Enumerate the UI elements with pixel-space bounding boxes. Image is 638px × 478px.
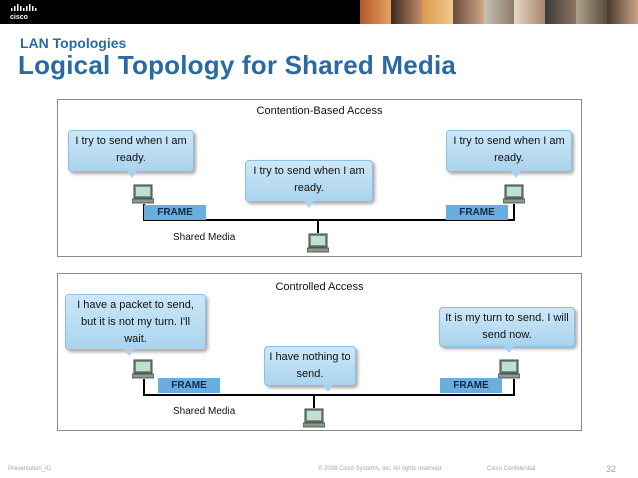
slide-title: Logical Topology for Shared Media: [18, 50, 457, 80]
computer-icon: [503, 184, 525, 204]
slide-subtitle: LAN Topologies: [20, 35, 127, 51]
footer-copyright: © 2008 Cisco Systems, Inc. All rights re…: [318, 466, 443, 472]
frame-label: FRAME: [144, 205, 206, 220]
frame-label: FRAME: [158, 378, 220, 393]
contention-panel: Contention-Based Access I try to send wh…: [57, 99, 582, 257]
header-photo: [514, 0, 546, 24]
speech-bubble: I have nothing to send.: [264, 346, 356, 392]
shared-media-bus: [143, 394, 515, 396]
speech-bubble: I try to send when I am ready.: [245, 160, 373, 208]
pc-drop-line: [313, 394, 315, 408]
frame-label: FRAME: [440, 378, 502, 393]
speech-bubble: I try to send when I am ready.: [68, 130, 194, 178]
frame-label: FRAME: [446, 205, 508, 220]
pc-drop-line: [513, 204, 515, 220]
computer-icon: [132, 359, 154, 379]
header-photo-strip: [360, 0, 638, 24]
controlled-panel: Controlled Access I have a packet to sen…: [57, 273, 582, 431]
header-banner: cisco: [0, 0, 638, 24]
panel-title: Contention-Based Access: [256, 105, 383, 117]
header-photo: [360, 0, 391, 24]
speech-bubble: It is my turn to send. I will send now.: [439, 307, 575, 353]
computer-icon: [132, 184, 154, 204]
header-photo: [576, 0, 608, 24]
cisco-logo: cisco: [10, 4, 37, 21]
computer-icon: [303, 408, 325, 428]
speech-bubble: I have a packet to send, but it is not m…: [65, 294, 206, 356]
computer-icon: [307, 233, 329, 253]
svg-text:cisco: cisco: [10, 14, 28, 21]
pc-drop-line: [513, 379, 515, 395]
pc-drop-line: [143, 379, 145, 395]
panel-title: Controlled Access: [275, 281, 364, 293]
speech-bubble: I try to send when I am ready.: [446, 130, 572, 178]
header-photo: [483, 0, 515, 24]
computer-icon: [498, 359, 520, 379]
page-number: 32: [606, 464, 617, 474]
shared-media-label: Shared Media: [173, 406, 236, 417]
header-photo: [607, 0, 638, 24]
header-photo: [421, 0, 453, 24]
shared-media-bus: [143, 219, 515, 221]
header-photo: [545, 0, 577, 24]
footer-presentation-id: Presentation_ID: [8, 466, 52, 472]
shared-media-label: Shared Media: [173, 232, 236, 243]
header-photo: [452, 0, 484, 24]
header-photo: [390, 0, 422, 24]
pc-drop-line: [317, 219, 319, 233]
footer-confidential: Cisco Confidential: [487, 466, 536, 472]
